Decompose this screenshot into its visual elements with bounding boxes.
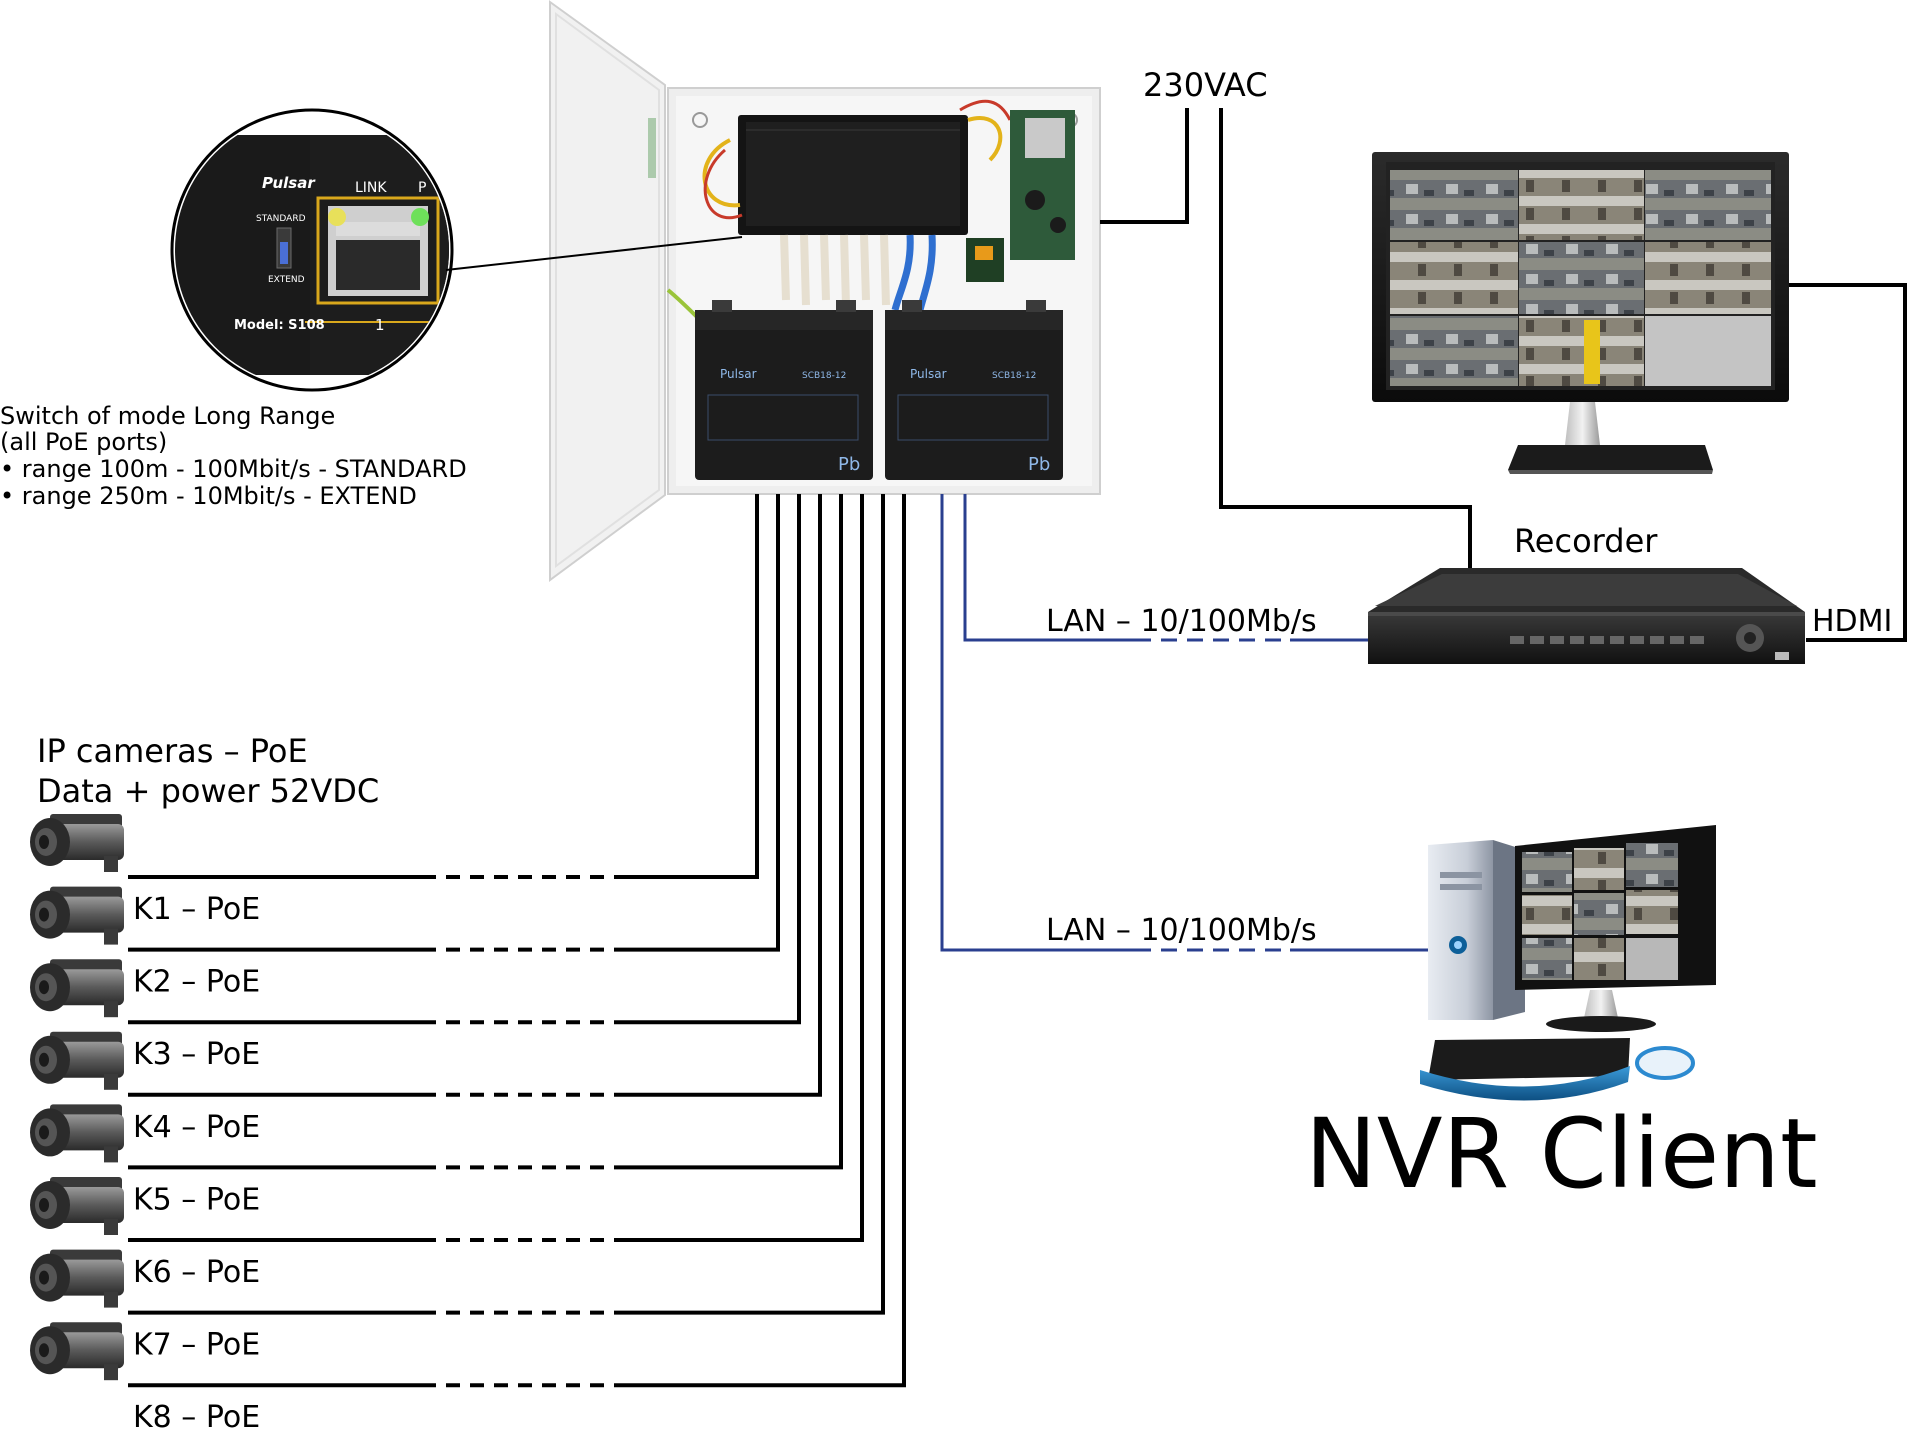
dc-module xyxy=(966,110,1075,282)
camera-row-2: K2 – PoE xyxy=(30,494,780,1000)
camera-row-1: K1 – PoE xyxy=(30,494,759,927)
recorder-monitor xyxy=(1372,152,1789,474)
link-led xyxy=(328,208,346,226)
camera-row-8: K8 – PoE xyxy=(30,494,906,1435)
camera-row-3: K3 – PoE xyxy=(30,494,801,1072)
switch-note-line1: Switch of mode Long Range xyxy=(0,402,335,430)
zoom-brand: Pulsar xyxy=(262,174,316,192)
camera-label-k2: K2 – PoE xyxy=(133,965,260,1000)
poe-cable-4 xyxy=(128,494,822,1097)
switch-note-line3: • range 100m - 100Mbit/s - STANDARD xyxy=(0,455,467,483)
poe-cable-3 xyxy=(128,494,801,1025)
ip-camera-icon xyxy=(30,1104,124,1163)
poe-cable-5 xyxy=(128,494,843,1170)
camera-row-5: K5 – PoE xyxy=(30,494,843,1217)
battery-left: Pulsar SCB18-12 Pb xyxy=(695,300,873,480)
ip-camera-icon xyxy=(30,814,124,872)
svg-text:Pulsar: Pulsar xyxy=(720,367,757,381)
poe-cable-2 xyxy=(128,494,780,952)
poe-switch-module xyxy=(738,115,968,235)
lan-recorder-label: LAN – 10/100Mb/s xyxy=(1046,604,1317,639)
battery-right: Pulsar SCB18-12 Pb xyxy=(885,300,1063,480)
zoom-port-label: P xyxy=(418,180,426,196)
camera-label-k1: K1 – PoE xyxy=(133,892,260,927)
poe-cable-8 xyxy=(128,494,906,1388)
psu-enclosure: Pulsar SCB18-12 Pb Pulsar SCB18-12 Pb xyxy=(549,0,1101,582)
client-cctv-feeds xyxy=(1522,843,1678,980)
poe-cable-6 xyxy=(128,494,864,1242)
zoom-pointer-line xyxy=(445,236,743,271)
ip-camera-icon xyxy=(30,1031,124,1090)
svg-text:Pb: Pb xyxy=(838,454,860,475)
camera-row-4: K4 – PoE xyxy=(30,494,822,1145)
poe-cable-7 xyxy=(128,494,885,1315)
nvr-client-label: NVR Client xyxy=(1305,1098,1818,1210)
camera-label-k8: K8 – PoE xyxy=(133,1400,260,1435)
cameras-subtitle: Data + power 52VDC xyxy=(37,772,379,810)
lan-client-label: LAN – 10/100Mb/s xyxy=(1046,913,1317,948)
svg-text:Pulsar: Pulsar xyxy=(910,367,947,381)
cameras-title: IP cameras – PoE xyxy=(37,732,308,770)
zoom-port-number: 1 xyxy=(375,316,385,334)
ip-camera-icon xyxy=(30,886,124,945)
poe-led xyxy=(411,208,429,226)
camera-rows: K1 – PoE K2 – PoE K3 – PoE K4 – PoE K5 – PoE… xyxy=(30,494,906,1435)
zoom-standard-label: STANDARD xyxy=(256,214,306,224)
lan-link-recorder xyxy=(963,494,1368,642)
camera-row-7: K7 – PoE xyxy=(30,494,885,1363)
network-video-recorder xyxy=(1368,568,1805,664)
cctv-feed-grid xyxy=(1390,170,1771,386)
switch-note-line4: • range 250m - 10Mbit/s - EXTEND xyxy=(0,482,417,510)
ip-camera-icon xyxy=(30,1249,124,1308)
ip-camera-icon xyxy=(30,1177,124,1235)
recorder-front-buttons xyxy=(1510,624,1789,660)
zoom-extend-label: EXTEND xyxy=(268,275,305,285)
zoom-link-label: LINK xyxy=(355,180,387,196)
camera-row-6: K6 – PoE xyxy=(30,494,864,1290)
switch-note-line2: (all PoE ports) xyxy=(0,428,167,456)
ip-camera-icon xyxy=(30,959,124,1018)
nvr-client-computer xyxy=(1420,825,1716,1101)
svg-text:Pb: Pb xyxy=(1028,454,1050,475)
camera-label-k5: K5 – PoE xyxy=(133,1182,260,1217)
lan-link-client xyxy=(940,494,1428,952)
keyboard xyxy=(1428,1038,1630,1080)
camera-label-k3: K3 – PoE xyxy=(133,1037,260,1072)
rj45-port xyxy=(316,196,440,305)
recorder-power-wire xyxy=(1219,108,1472,570)
power-wire xyxy=(1100,108,1189,224)
enclosure-door xyxy=(549,0,666,582)
svg-text:SCB18-12: SCB18-12 xyxy=(992,371,1036,381)
hdmi-wire xyxy=(1789,283,1907,642)
ip-camera-icon xyxy=(30,1322,124,1381)
switch-mode-note: Switch of mode Long Range (all PoE ports… xyxy=(0,402,467,510)
recorder-label: Recorder xyxy=(1514,522,1658,560)
camera-label-k7: K7 – PoE xyxy=(133,1328,260,1363)
camera-label-k4: K4 – PoE xyxy=(133,1110,260,1145)
power-label: 230VAC xyxy=(1143,66,1268,104)
zoom-model: Model: S108 xyxy=(234,318,325,333)
svg-text:SCB18-12: SCB18-12 xyxy=(802,371,846,381)
hdmi-label: HDMI xyxy=(1812,604,1892,639)
poe-cable-1 xyxy=(128,494,759,879)
mouse xyxy=(1635,1046,1695,1080)
camera-label-k6: K6 – PoE xyxy=(133,1255,260,1290)
